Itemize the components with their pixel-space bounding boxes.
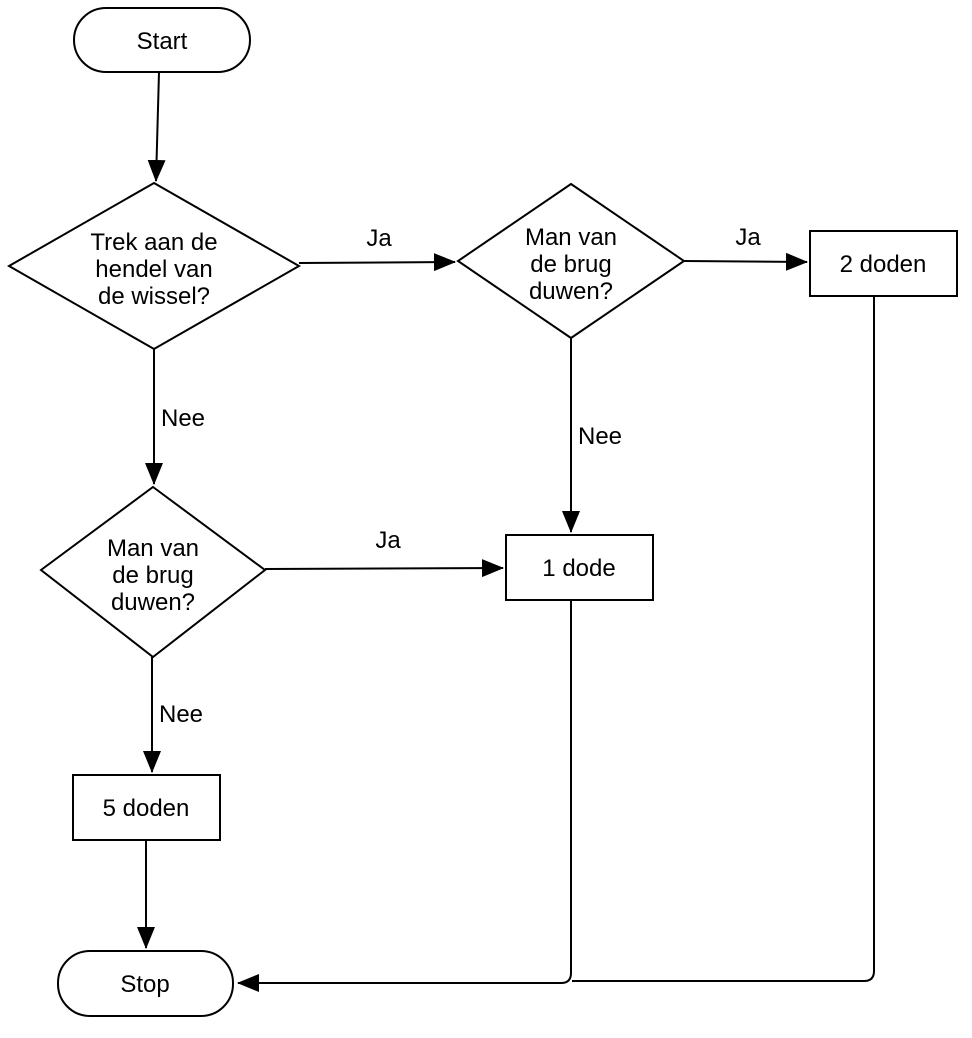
- decision-shape: [39, 485, 267, 659]
- node-two-deaths: 2 doden: [809, 230, 958, 297]
- edge-label-ja: Ja: [375, 527, 401, 554]
- node-start-label: Start: [137, 28, 188, 55]
- edge-brug-top-ja-to-two-deaths: [683, 252, 808, 271]
- edge-label-nee: Nee: [159, 701, 203, 728]
- edge-one-death-to-stop: [237, 600, 572, 992]
- edge-two-deaths-to-stop: [572, 296, 875, 982]
- process-shape: [72, 774, 221, 841]
- node-start: Start: [73, 7, 251, 73]
- node-two-deaths-label: 2 doden: [840, 251, 927, 278]
- edge-start-to-wissel: [147, 71, 166, 182]
- node-five-deaths-label: 5 doden: [103, 795, 190, 822]
- node-decision-wissel-line-2: hendel van: [95, 256, 212, 283]
- edge-label-ja: Ja: [735, 224, 761, 251]
- node-decision-brug-left-line-3: duwen?: [111, 589, 195, 616]
- node-one-death: 1 dode: [505, 534, 654, 601]
- process-shape: [809, 230, 958, 297]
- node-decision-brug-top-line-2: de brug: [530, 251, 611, 278]
- node-five-deaths: 5 doden: [72, 774, 221, 841]
- node-decision-brug-left: Man van de brug duwen?: [39, 485, 267, 659]
- node-stop-label: Stop: [120, 971, 169, 998]
- node-one-death-label: 1 dode: [542, 555, 615, 582]
- node-decision-wissel-line-1: Trek aan de: [90, 229, 217, 256]
- node-decision-brug-top-line-1: Man van: [525, 224, 617, 251]
- node-decision-brug-left-line-1: Man van: [107, 535, 199, 562]
- decision-shape: [6, 181, 302, 351]
- node-decision-wissel: Trek aan de hendel van de wissel?: [6, 181, 302, 351]
- terminator-shape: [73, 7, 251, 73]
- node-stop: Stop: [57, 950, 234, 1017]
- process-shape: [505, 534, 654, 601]
- edge-label-ja: Ja: [366, 225, 392, 252]
- node-decision-wissel-line-3: de wissel?: [98, 283, 210, 310]
- edge-brug-left-ja-to-one-death: [264, 559, 504, 578]
- node-decision-brug-top: Man van de brug duwen?: [456, 182, 686, 340]
- edge-label-nee: Nee: [578, 423, 622, 450]
- decision-shape: [456, 182, 686, 340]
- node-decision-brug-left-line-2: de brug: [112, 562, 193, 589]
- node-decision-brug-top-line-3: duwen?: [529, 278, 613, 305]
- edge-label-nee: Nee: [161, 405, 205, 432]
- edge-wissel-ja-to-brug-top: [298, 253, 456, 272]
- terminator-shape: [57, 950, 234, 1017]
